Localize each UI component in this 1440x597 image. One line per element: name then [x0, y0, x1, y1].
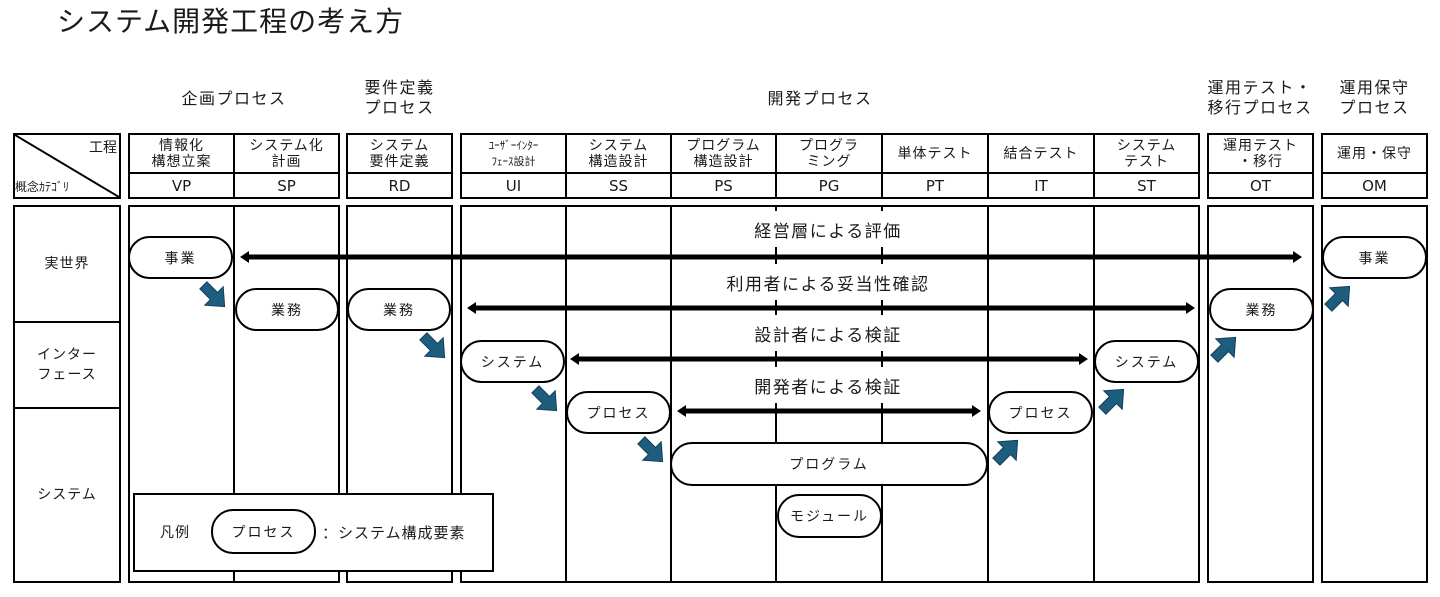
- legend-title: 凡例: [160, 525, 190, 541]
- process-name-ui: ﾕｰｻﾞｰｲﾝﾀｰ ﾌｪｰｽ設計: [460, 133, 567, 174]
- element-pill-rd-operations: 業務: [347, 288, 451, 331]
- double-arrow-developer-verification: [677, 405, 981, 417]
- process-code-sp: SP: [233, 172, 340, 199]
- body-column-om: [1321, 205, 1428, 583]
- element-pill-sp-operations: 業務: [235, 288, 339, 331]
- double-arrow-user-validation: [467, 302, 1195, 314]
- process-code-ss: SS: [565, 172, 672, 199]
- phase-group-requirements: 要件定義 プロセス: [364, 78, 435, 117]
- corner-diagonal-line: [15, 135, 119, 197]
- element-pill-ss-process: プロセス: [566, 391, 671, 434]
- process-code-ui: UI: [460, 172, 567, 199]
- process-code-pg: PG: [775, 172, 883, 199]
- double-arrow-management-evaluation: [240, 251, 1302, 263]
- process-code-pt: PT: [881, 172, 989, 199]
- element-pill-om-business: 事業: [1322, 236, 1427, 279]
- category-axis-label: 概念ｶﾃｺﾞﾘ: [15, 180, 70, 194]
- body-column-rd: [346, 205, 453, 583]
- legend-box: 凡例 プロセス ：システム構成要素: [133, 493, 494, 572]
- element-pill-ot-operations: 業務: [1209, 288, 1314, 331]
- process-name-it: 結合テスト: [987, 133, 1095, 174]
- flow-arrow-up-right-icon: [992, 439, 1019, 466]
- element-pill-st-system: システム: [1094, 340, 1199, 383]
- element-pill-program: プログラム: [670, 442, 988, 486]
- process-code-ot: OT: [1207, 172, 1314, 199]
- body-column-st: [1093, 205, 1200, 583]
- verification-label-user-validation: 利用者による妥当性確認: [676, 264, 980, 300]
- process-code-st: ST: [1093, 172, 1200, 199]
- process-name-om: 運用・保守: [1321, 133, 1428, 174]
- legend-description: ：システム構成要素: [322, 524, 466, 542]
- process-code-vp: VP: [128, 172, 235, 199]
- phase-group-planning: 企画プロセス: [181, 89, 287, 108]
- flow-arrow-down-right-icon: [637, 436, 664, 463]
- phase-group-operation-test: 運用テスト・ 移行プロセス: [1207, 78, 1313, 117]
- element-pill-module: モジュール: [777, 494, 882, 538]
- phase-group-maintenance: 運用保守 プロセス: [1339, 78, 1410, 117]
- process-name-pt: 単体テスト: [881, 133, 989, 174]
- element-pill-it-process: プロセス: [988, 391, 1093, 434]
- body-column-sp: [233, 205, 340, 583]
- page-title: システム開発工程の考え方: [57, 5, 405, 38]
- category-real-world: 実世界: [13, 205, 121, 323]
- element-pill-vp-business: 事業: [128, 236, 233, 279]
- process-code-om: OM: [1321, 172, 1428, 199]
- phase-group-development: 開発プロセス: [767, 89, 873, 108]
- process-code-rd: RD: [346, 172, 453, 199]
- double-arrow-designer-verification: [570, 353, 1088, 365]
- category-interface: インター フェース: [13, 321, 121, 409]
- corner-header-cell: 工程 概念ｶﾃｺﾞﾘ: [13, 133, 121, 199]
- verification-label-developer-verification: 開発者による検証: [676, 367, 980, 403]
- flow-arrow-up-right-icon: [1210, 336, 1237, 363]
- process-axis-label: 工程: [89, 140, 117, 156]
- process-name-sp: システム化 計画: [233, 133, 340, 174]
- legend-sample-pill: プロセス: [211, 509, 316, 554]
- verification-label-management-evaluation: 経営層による評価: [676, 211, 980, 247]
- process-name-ps: プログラム 構造設計: [670, 133, 777, 174]
- flow-arrow-up-right-icon: [1098, 388, 1125, 415]
- flow-arrow-up-right-icon: [1324, 285, 1351, 312]
- category-system: システム: [13, 407, 121, 583]
- flow-arrow-down-right-icon: [199, 281, 226, 308]
- body-column-ot: [1207, 205, 1314, 583]
- flow-arrow-down-right-icon: [419, 332, 446, 359]
- verification-label-designer-verification: 設計者による検証: [676, 315, 980, 351]
- element-pill-ui-system: システム: [460, 340, 565, 383]
- flow-arrow-down-right-icon: [531, 385, 558, 412]
